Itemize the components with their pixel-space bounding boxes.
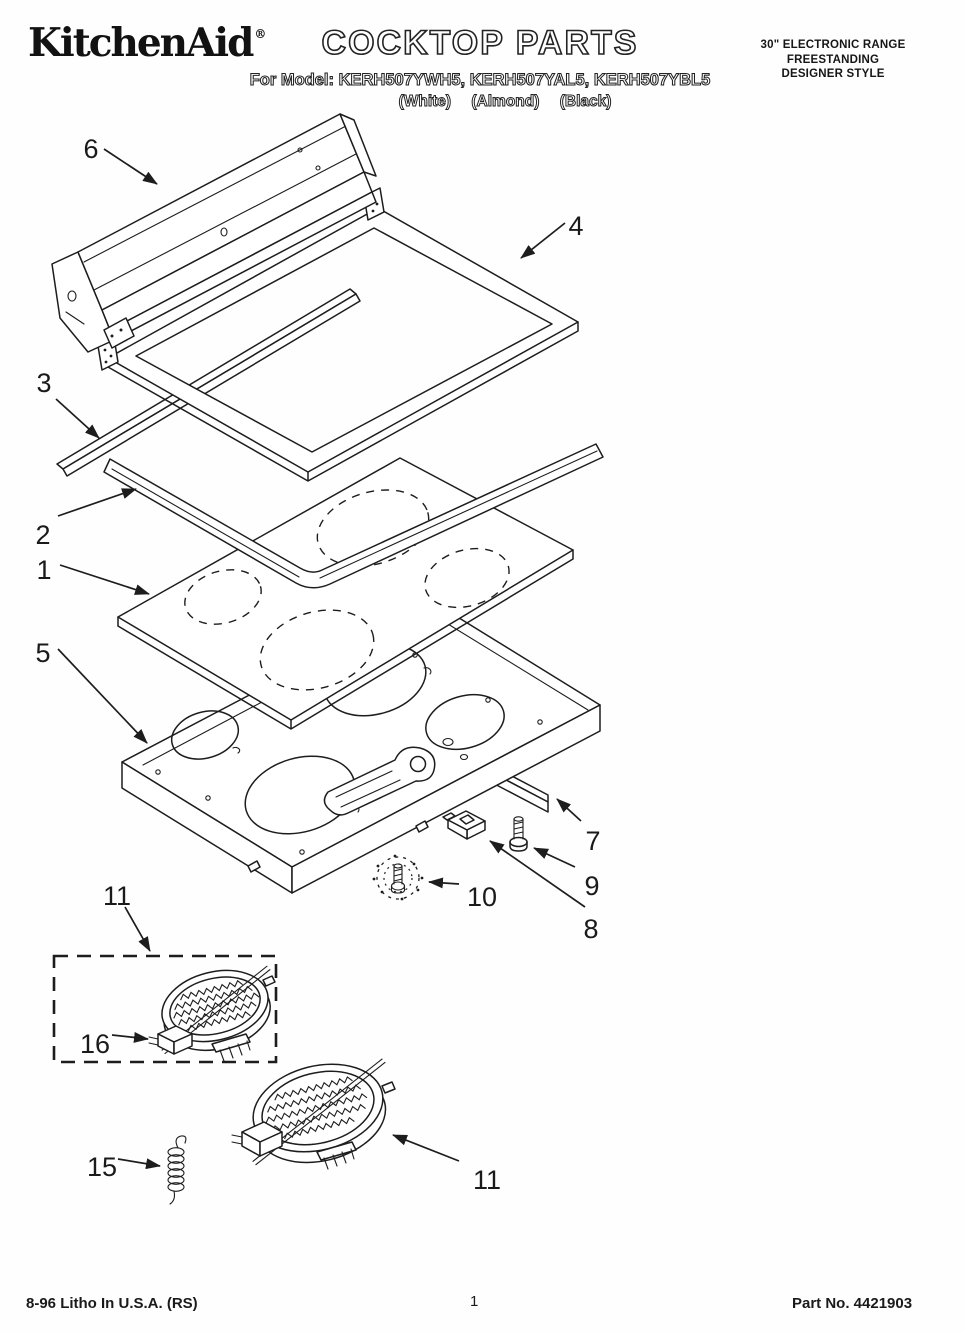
brand-text: KitchenAid <box>28 20 254 66</box>
part-16-terminal-block <box>148 1025 193 1055</box>
part-4-main-frame <box>97 187 579 482</box>
leader-arrow-11 <box>392 1134 460 1162</box>
part-label-16: 16 <box>80 1029 110 1059</box>
part-label-6: 6 <box>83 134 98 164</box>
part-label-7: 7 <box>585 826 600 856</box>
color-variants-line: (White) (Almond) (Black) <box>399 93 612 110</box>
part-label-15: 15 <box>87 1152 117 1182</box>
page-title: COCKTOP PARTS <box>322 24 639 62</box>
burner-zone-outline <box>259 609 375 691</box>
part-label-9: 9 <box>584 871 599 901</box>
burner-zone-outline <box>184 569 262 625</box>
leader-arrow-7 <box>556 798 582 822</box>
part-10-washer-screw <box>372 854 424 901</box>
dashed-option-box <box>52 954 278 1064</box>
leader-arrows <box>55 148 586 1170</box>
part-label-3: 3 <box>36 368 51 398</box>
leader-arrow-11-boxed <box>124 906 151 952</box>
range-description-line-1: 30" ELECTRONIC RANGE <box>760 39 906 51</box>
brand-logo: KitchenAid® <box>28 20 266 66</box>
leader-arrow-9 <box>533 847 576 868</box>
part-3-trim-strip <box>56 288 361 477</box>
part-11-surface-element <box>231 1058 396 1170</box>
part-2-front-trim <box>103 443 604 589</box>
part-6-backguard <box>51 113 377 353</box>
part-label-4: 4 <box>568 211 583 241</box>
leader-arrow-1 <box>59 564 150 595</box>
part-label-5: 5 <box>35 638 50 668</box>
range-description-block: 30" ELECTRONIC RANGE FREESTANDING DESIGN… <box>723 38 943 82</box>
leader-arrow-6 <box>103 148 158 185</box>
footer-part-number: Part No. 4421903 <box>792 1295 913 1312</box>
footer-litho-note: 8-96 Litho In U.S.A. (RS) <box>26 1295 198 1312</box>
part-label-11-boxed: 11 <box>103 881 131 911</box>
leader-arrow-4 <box>520 222 566 259</box>
burner-zone-outline <box>316 489 430 567</box>
part-label-11: 11 <box>473 1165 501 1195</box>
part-label-2: 2 <box>35 520 50 550</box>
footer-page-number: 1 <box>470 1293 479 1310</box>
part-15-spring <box>167 1135 187 1205</box>
header-outline-text: COCKTOP PARTS For Model: KERH507YWH5, KE… <box>249 23 711 110</box>
range-description-line-2: FREESTANDING <box>786 53 880 66</box>
burner-zone-outline <box>424 547 510 609</box>
part-label-10: 10 <box>467 882 497 912</box>
leader-arrow-2 <box>57 488 137 517</box>
part-label-8: 8 <box>583 914 598 944</box>
part-9-screw <box>509 816 528 852</box>
leader-arrow-16 <box>111 1031 149 1043</box>
leader-arrow-3 <box>55 398 100 439</box>
part-label-1: 1 <box>36 555 51 585</box>
part-8-clip <box>442 810 486 840</box>
part-5-burner-box <box>121 599 601 894</box>
registered-mark: ® <box>254 27 267 41</box>
leader-arrow-8 <box>489 840 586 908</box>
leader-arrow-15 <box>117 1158 161 1170</box>
callout-labels: 6 4 3 2 1 5 7 9 8 10 11 16 15 11 <box>35 134 600 1195</box>
leader-arrow-5 <box>57 648 148 744</box>
range-description-line-3: DESIGNER STYLE <box>781 68 885 80</box>
element-terminal-block <box>231 1121 283 1157</box>
part-11-surface-element-boxed <box>52 954 278 1064</box>
leader-arrow-10 <box>428 877 460 889</box>
model-line: For Model: KERH507YWH5, KERH507YAL5, KER… <box>250 71 711 89</box>
